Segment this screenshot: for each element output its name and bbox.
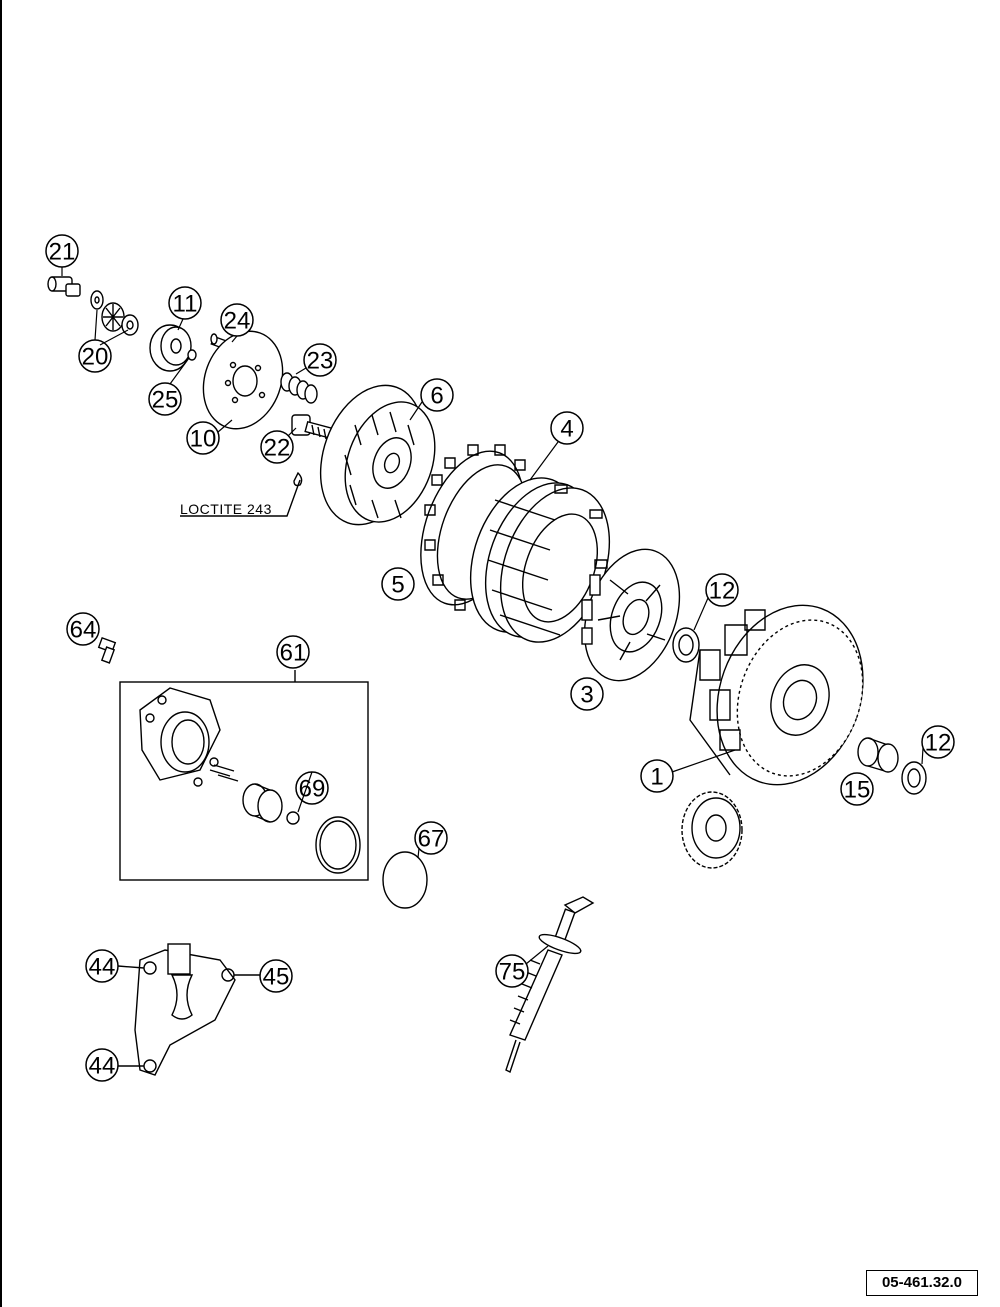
callout-1: 1 (650, 764, 663, 791)
cylinder-cover-part (117, 943, 260, 1076)
callout-6: 6 (430, 383, 443, 410)
thrust-plate-part (581, 548, 681, 682)
callout-75: 75 (499, 959, 526, 986)
thrust-washer-part (672, 627, 700, 663)
syringe-part (505, 896, 595, 1073)
clutch-inner-hub-part (319, 384, 436, 526)
clutch-disc-pack-part (469, 477, 611, 643)
bleed-bolt-part (97, 637, 117, 664)
callout-61: 61 (280, 640, 307, 667)
o-ring-part (382, 851, 428, 909)
clutch-basket-part (689, 604, 864, 786)
loctite-drop-icon (293, 471, 303, 487)
callout-15: 15 (844, 777, 871, 804)
callout-4: 4 (560, 416, 573, 443)
callout-22: 22 (264, 435, 291, 462)
small-ring-part (187, 349, 197, 361)
callout-21: 21 (49, 239, 76, 266)
callout-5: 5 (391, 572, 404, 599)
callout-11: 11 (173, 291, 198, 318)
bushing-part (857, 737, 899, 773)
primary-gear-part (681, 791, 743, 869)
callout-25: 25 (152, 387, 179, 414)
callout-67: 67 (418, 826, 445, 853)
diagram-reference-code: 05-461.32.0 (866, 1270, 978, 1296)
pressure-plate-part (202, 330, 284, 430)
callout-12-lower: 12 (925, 730, 952, 757)
callout-12-upper: 12 (709, 578, 736, 605)
callout-45: 45 (263, 964, 290, 991)
callout-69: 69 (299, 776, 326, 803)
callout-44-upper: 44 (89, 954, 116, 981)
stud-bolt-part (291, 414, 334, 440)
thrust-washer-part-2 (901, 761, 927, 795)
callout-23: 23 (307, 348, 334, 375)
clutch-spring-part (280, 372, 318, 404)
callout-20: 20 (82, 344, 109, 371)
callout-10: 10 (190, 426, 217, 453)
washer-part (90, 290, 139, 336)
screw-part (47, 276, 81, 297)
callout-64: 64 (70, 617, 97, 644)
loctite-leader-line (180, 479, 301, 517)
leader-lines (61, 267, 924, 965)
callout-3: 3 (580, 682, 593, 709)
pressure-cap-part (149, 324, 192, 372)
callout-24: 24 (224, 308, 251, 335)
slave-cylinder-part (139, 687, 361, 874)
callout-44-lower: 44 (89, 1053, 116, 1080)
loctite-note: LOCTITE 243 (180, 501, 272, 517)
page-left-border (0, 0, 2, 1307)
